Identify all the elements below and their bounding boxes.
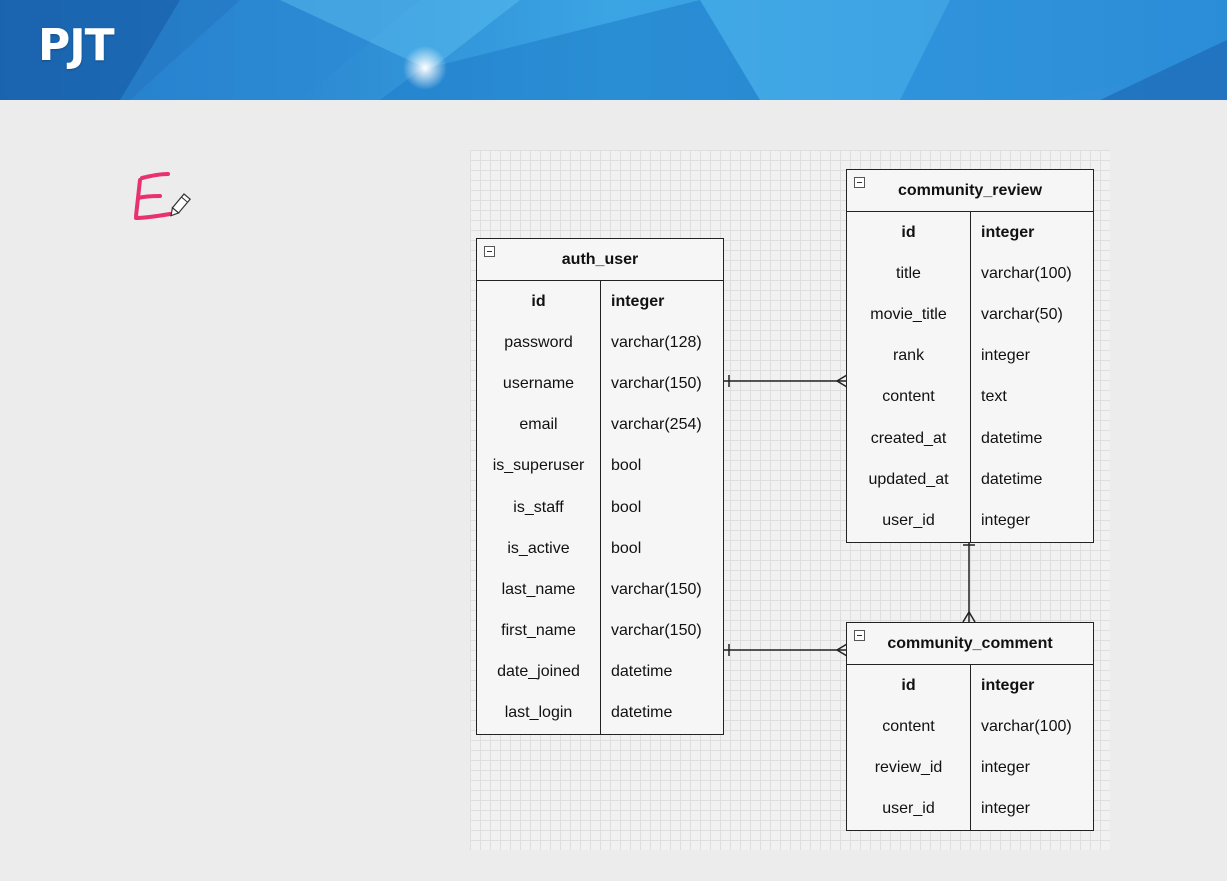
entity-fields: id password username email is_superuser is_st… — [477, 281, 723, 735]
field-name[interactable]: username — [502, 374, 575, 392]
field-name[interactable]: password — [504, 333, 573, 351]
field-type[interactable]: varchar(150) — [611, 374, 702, 392]
field-name-column: id content review_id user_id — [847, 665, 971, 830]
entity-title: community_review — [897, 181, 1043, 199]
field-name[interactable]: rank — [892, 347, 925, 365]
field-type[interactable]: integer — [981, 800, 1030, 818]
field-type[interactable]: text — [981, 388, 1007, 406]
field-type[interactable]: bool — [611, 457, 642, 475]
field-name[interactable]: content — [882, 717, 935, 735]
field-type[interactable]: varchar(150) — [611, 622, 702, 640]
relation-review-comment — [962, 540, 976, 623]
field-name[interactable]: title — [896, 264, 921, 282]
field-type[interactable]: integer — [981, 676, 1035, 694]
field-name[interactable]: is_staff — [513, 498, 564, 516]
field-type[interactable]: datetime — [981, 429, 1043, 447]
field-type[interactable]: varchar(150) — [611, 580, 702, 598]
field-type[interactable]: varchar(254) — [611, 416, 702, 434]
collapse-icon[interactable] — [854, 177, 865, 188]
field-name[interactable]: movie_title — [870, 305, 947, 323]
field-name[interactable]: id — [531, 292, 546, 310]
page-title: PJT — [38, 20, 115, 71]
field-name[interactable]: review_id — [874, 758, 943, 776]
entity-header[interactable]: community_review — [847, 170, 1093, 212]
field-name-column: id password username email is_superuser is_st… — [477, 281, 601, 735]
field-type-column: integer varchar(100) varchar(50) integer tex… — [971, 212, 1093, 542]
field-name[interactable]: id — [901, 223, 916, 241]
field-name[interactable]: date_joined — [497, 663, 580, 681]
entity-title: auth_user — [561, 250, 639, 268]
entity-fields: id content review_id user_id integer varchar… — [847, 665, 1093, 830]
field-name[interactable]: last_login — [504, 704, 573, 722]
handwritten-annotation — [134, 172, 191, 220]
entity-auth-user[interactable]: auth_user id password username email is_supe… — [476, 238, 724, 736]
field-type[interactable]: integer — [981, 223, 1035, 241]
collapse-icon[interactable] — [484, 246, 495, 257]
field-name[interactable]: content — [882, 388, 935, 406]
field-type[interactable]: integer — [981, 511, 1030, 529]
field-name[interactable]: updated_at — [868, 470, 949, 488]
field-type-column: integer varchar(128) varchar(150) varchar(2… — [601, 281, 723, 734]
field-name[interactable]: id — [901, 676, 916, 694]
relation-user-review — [724, 374, 848, 388]
field-name[interactable]: is_superuser — [492, 457, 585, 475]
entity-header[interactable]: community_comment — [847, 623, 1093, 665]
field-type[interactable]: datetime — [611, 704, 673, 722]
field-type[interactable]: datetime — [981, 470, 1043, 488]
field-name[interactable]: first_name — [501, 622, 576, 640]
entity-header[interactable]: auth_user — [477, 239, 723, 281]
field-type[interactable]: bool — [611, 498, 642, 516]
header-banner: PJT — [0, 0, 1227, 100]
field-type[interactable]: datetime — [611, 663, 673, 681]
field-type[interactable]: bool — [611, 539, 642, 557]
field-name[interactable]: last_name — [501, 580, 576, 598]
pencil-icon — [170, 193, 191, 217]
collapse-icon[interactable] — [854, 630, 865, 641]
field-name[interactable]: is_active — [507, 539, 570, 557]
relation-user-comment — [724, 643, 848, 657]
field-type[interactable]: integer — [981, 758, 1030, 776]
field-type[interactable]: integer — [611, 292, 665, 310]
field-type[interactable]: varchar(100) — [981, 264, 1072, 282]
field-type[interactable]: varchar(128) — [611, 333, 702, 351]
banner-background — [0, 0, 1227, 100]
field-type[interactable]: varchar(50) — [981, 305, 1063, 323]
field-type[interactable]: varchar(100) — [981, 717, 1072, 735]
field-name[interactable]: email — [519, 416, 558, 434]
field-name[interactable]: user_id — [882, 511, 935, 529]
field-type[interactable]: integer — [981, 347, 1030, 365]
field-type-column: integer varchar(100) integer integer — [971, 665, 1093, 830]
letter-e-stroke — [134, 172, 172, 220]
field-name[interactable]: created_at — [870, 429, 947, 447]
entity-title: community_comment — [887, 634, 1053, 652]
field-name[interactable]: user_id — [882, 800, 935, 818]
